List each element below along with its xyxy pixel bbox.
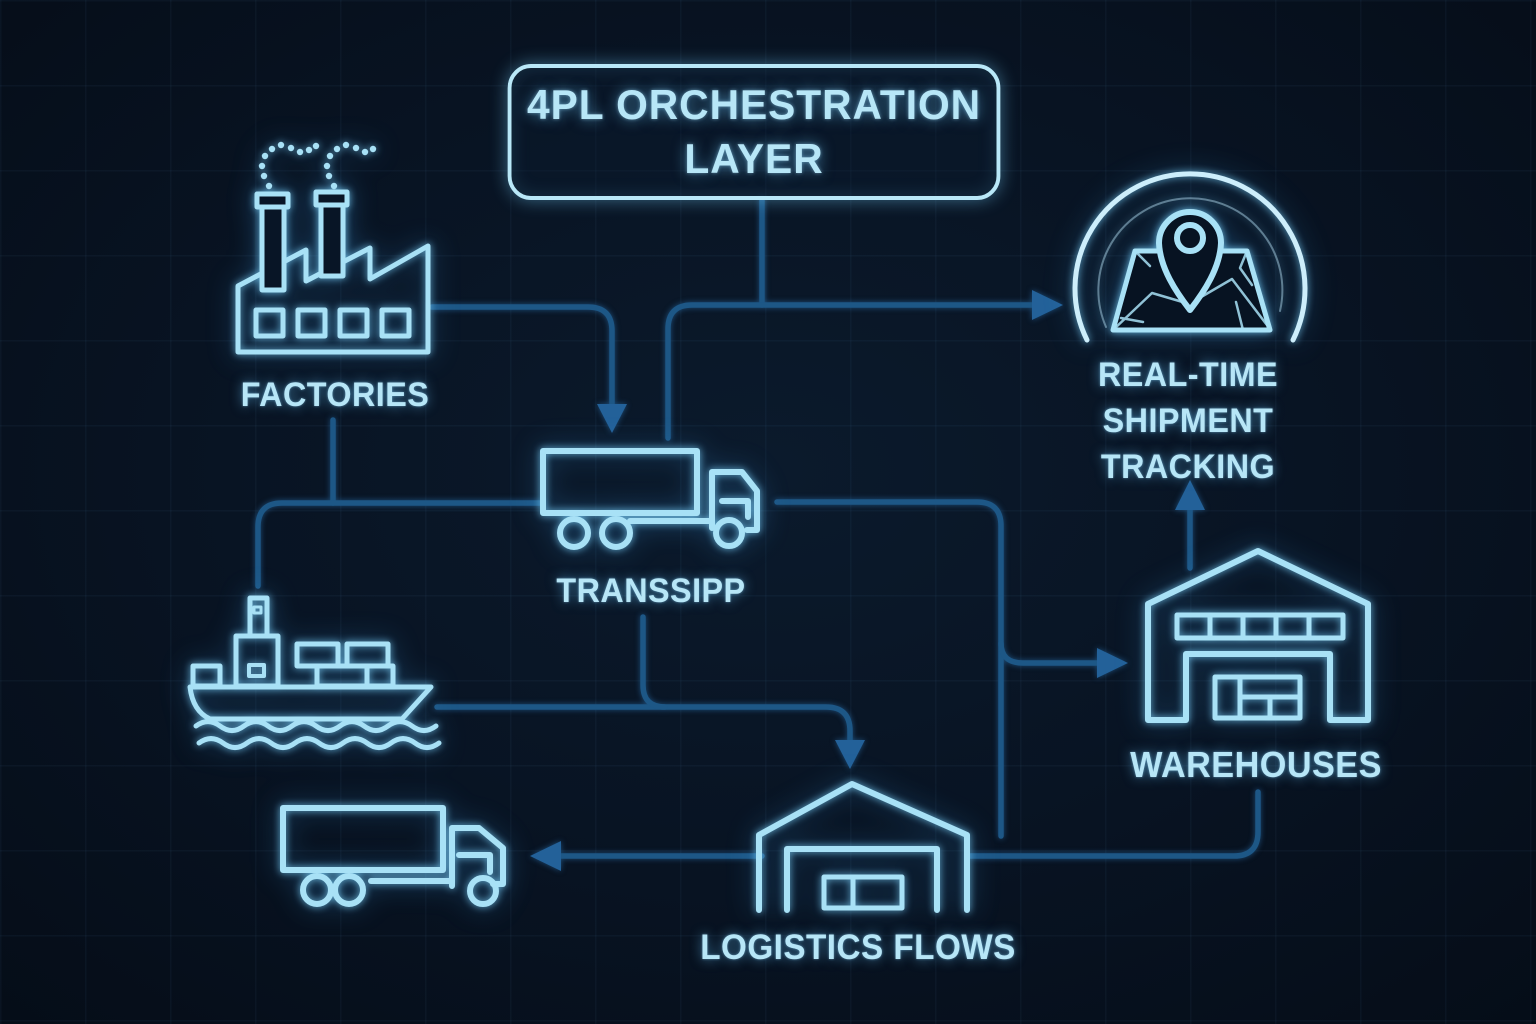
factory-icon xyxy=(235,141,431,355)
label-tracking-line-1: REAL-TIME xyxy=(1097,356,1279,394)
connector-junction-to-truck xyxy=(665,302,1039,441)
warehouse-icon xyxy=(1145,548,1371,723)
arrow-down-to-truck xyxy=(597,404,627,433)
label-logistics-flows: LOGISTICS FLOWS xyxy=(700,928,1016,967)
connector-truck-label-down xyxy=(640,614,668,710)
label-tracking-line-2: SHIPMENT xyxy=(1102,402,1274,440)
label-factories: FACTORIES xyxy=(240,376,430,414)
connector-logistics-to-warehouses xyxy=(967,789,1261,859)
smoke-dots xyxy=(258,141,377,190)
arrow-left-to-delivery-truck xyxy=(530,841,561,871)
title-line-2: LAYER xyxy=(684,135,824,182)
distribution-center-icon xyxy=(756,781,970,913)
delivery-truck-icon xyxy=(280,805,506,907)
arrowheads xyxy=(530,290,1205,871)
arrow-down-to-logistics xyxy=(835,740,865,769)
label-warehouses: WAREHOUSES xyxy=(1130,744,1382,785)
connector-truck-right-down xyxy=(774,499,1004,839)
map-location-pin-icon xyxy=(1072,171,1308,343)
connector-ship-to-logistics xyxy=(434,704,853,745)
orchestration-layer-box: 4PL ORCHESTRATION LAYER xyxy=(507,64,1001,200)
label-tracking-line-3: TRACKING xyxy=(1100,448,1276,486)
arrow-right-to-warehouses xyxy=(1097,648,1128,678)
label-transport: TRANSSIPP xyxy=(556,572,746,610)
cargo-ship-icon xyxy=(187,595,442,750)
connector-to-warehouses xyxy=(998,640,1107,666)
title-line-1: 4PL ORCHESTRATION xyxy=(526,81,982,129)
arrow-right-to-tracking xyxy=(1032,290,1063,320)
connector-factory-to-truck xyxy=(429,304,615,411)
arrow-up-to-tracking xyxy=(1175,480,1205,510)
semi-truck-icon xyxy=(540,448,760,550)
connector-to-ship xyxy=(255,500,546,589)
